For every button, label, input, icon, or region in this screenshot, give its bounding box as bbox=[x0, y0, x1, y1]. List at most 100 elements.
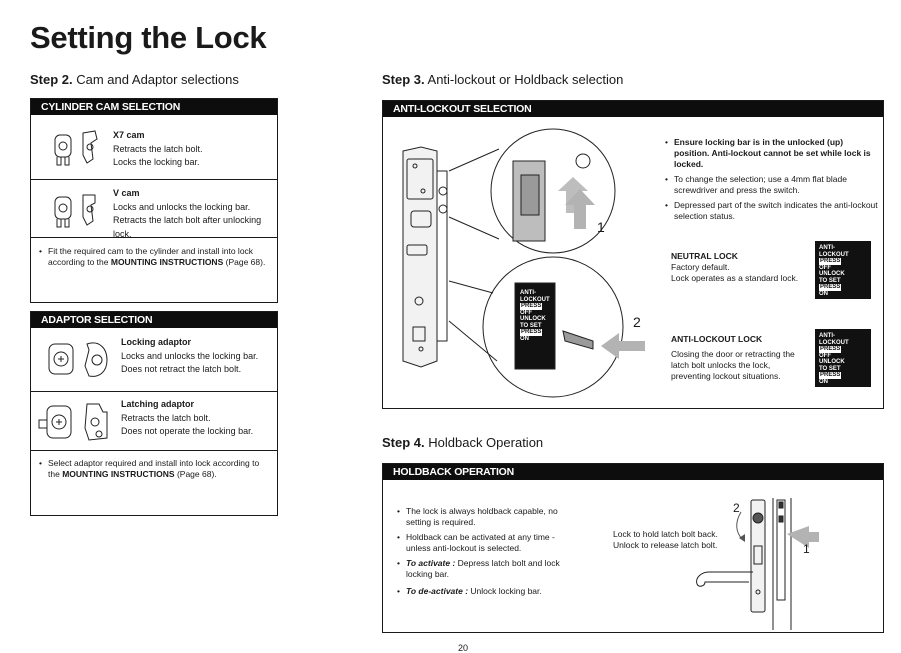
switch-on: ON bbox=[520, 335, 529, 342]
switch-on: ON bbox=[819, 378, 828, 385]
step4-text: Holdback Operation bbox=[428, 435, 544, 450]
cam-note-bold: MOUNTING INSTRUCTIONS bbox=[110, 257, 224, 267]
locking-adaptor-illustration bbox=[48, 342, 108, 377]
locking-adaptor-title: Locking adaptor bbox=[121, 337, 192, 347]
latching-adaptor-text: Latching adaptor Retracts the latch bolt… bbox=[121, 398, 253, 439]
anti-lockout-bullets: Ensure locking bar is in the unlocked (u… bbox=[665, 137, 879, 226]
step3-heading: Step 3. Anti-lockout or Holdback selecti… bbox=[382, 72, 623, 87]
left-arrow bbox=[601, 333, 645, 359]
anti-bullet-2: To change the selection; use a 4mm flat … bbox=[674, 174, 847, 195]
cylinder-cam-note: Fit the required cam to the cylinder and… bbox=[39, 246, 271, 272]
holdback-deactivate-text: Unlock locking bar. bbox=[468, 586, 542, 596]
switch-on: ON bbox=[819, 290, 828, 297]
adaptor-note: Select adaptor required and install into… bbox=[39, 458, 271, 484]
switch-press: PRESS bbox=[819, 372, 842, 379]
adaptor-panel: ADAPTOR SELECTION Locking adaptor Locks … bbox=[30, 311, 278, 516]
cam-note-post: (Page 68). bbox=[223, 257, 266, 267]
holdback-header: HOLDBACK OPERATION bbox=[383, 464, 883, 480]
adaptor-note-pre: Select adaptor required and install into… bbox=[48, 458, 260, 479]
callout-1: 1 bbox=[597, 219, 605, 235]
anti-lockout-lock-text: ANTI-LOCKOUT LOCK Closing the door or re… bbox=[671, 334, 811, 382]
step2-heading: Step 2. Cam and Adaptor selections bbox=[30, 72, 239, 87]
holdback-activate-lead: To activate : bbox=[406, 558, 456, 568]
switch-press: PRESS bbox=[520, 303, 543, 310]
v-cam-line-1: Locks and unlocks the locking bar. bbox=[113, 201, 251, 212]
switch-press: PRESS bbox=[819, 258, 842, 265]
anti-bullet-3: Depressed part of the switch indicates t… bbox=[674, 200, 878, 221]
page-title: Setting the Lock bbox=[30, 20, 267, 55]
v-cam-illustration bbox=[54, 194, 96, 228]
switch-off: OFF bbox=[520, 309, 532, 316]
x7-cam-title: X7 cam bbox=[113, 130, 145, 140]
switch-toset: TO SET bbox=[520, 322, 542, 329]
holdback-deactivate-lead: To de-activate : bbox=[406, 586, 469, 596]
divider bbox=[31, 179, 277, 180]
switch-press: PRESS bbox=[819, 284, 842, 291]
holdback-panel: HOLDBACK OPERATION The lock is always ho… bbox=[382, 463, 884, 633]
anti-lockout-lock-line-2: preventing lockout situations. bbox=[671, 371, 781, 381]
anti-lockout-panel: ANTI-LOCKOUT SELECTION bbox=[382, 100, 884, 409]
x7-cam-line-1: Retracts the latch bolt. bbox=[113, 143, 203, 154]
switch-line-anti: ANTI- bbox=[819, 245, 835, 251]
page-number: 20 bbox=[458, 643, 469, 653]
holdback-line-2: Unlock to release latch bolt. bbox=[613, 540, 718, 550]
x7-cam-text: X7 cam Retracts the latch bolt. Locks th… bbox=[113, 129, 203, 170]
up-arrow bbox=[565, 189, 595, 229]
callout-2: 2 bbox=[633, 314, 641, 330]
divider bbox=[31, 237, 277, 238]
neutral-switch-label: ANTI- LOCKOUT PRESS OFF UNLOCK TO SET PR… bbox=[815, 241, 871, 299]
cylinder-cam-panel: CYLINDER CAM SELECTION X7 cam Retracts t… bbox=[30, 98, 278, 303]
locking-adaptor-line-1: Locks and unlocks the locking bar. bbox=[121, 350, 259, 361]
anti-lockout-switch-small: ANTI- LOCKOUT PRESS OFF UNLOCK TO SET PR… bbox=[815, 329, 871, 387]
switch-toset: TO SET bbox=[819, 365, 841, 372]
step2-text: Cam and Adaptor selections bbox=[76, 72, 239, 87]
switch-line-lockout: LOCKOUT bbox=[520, 296, 550, 303]
cylinder-cam-header: CYLINDER CAM SELECTION bbox=[31, 99, 277, 115]
divider bbox=[31, 391, 277, 392]
holdback-bullets: The lock is always holdback capable, no … bbox=[397, 506, 567, 601]
latching-adaptor-illustration bbox=[38, 403, 108, 441]
x7-cam-illustration bbox=[54, 130, 98, 166]
v-cam-line-2: Retracts the latch bolt after unlocking … bbox=[113, 215, 262, 239]
x7-cam-line-2: Locks the locking bar. bbox=[113, 157, 200, 167]
v-cam-title: V cam bbox=[113, 188, 140, 198]
step3-text: Anti-lockout or Holdback selection bbox=[427, 72, 624, 87]
latching-adaptor-line-2: Does not operate the locking bar. bbox=[121, 426, 254, 436]
holdback-bullet-2: Holdback can be activated at any time - … bbox=[406, 532, 555, 553]
neutral-lock-line-1: Factory default. bbox=[671, 262, 730, 272]
latching-adaptor-line-1: Retracts the latch bolt. bbox=[121, 412, 211, 423]
anti-lockout-diagram bbox=[402, 128, 624, 398]
cam-note-pre: Fit the required cam to the cylinder and… bbox=[48, 246, 254, 267]
holdback-bullet-1: The lock is always holdback capable, no … bbox=[406, 506, 558, 527]
holdback-callout-1: 1 bbox=[803, 542, 810, 556]
switch-unlock: UNLOCK bbox=[520, 316, 546, 322]
step4-label: Step 4. bbox=[382, 435, 425, 450]
holdback-activate-text: Depress latch bolt and lock locking bar. bbox=[406, 558, 560, 579]
switch-press: PRESS bbox=[520, 329, 543, 336]
anti-lockout-lock-line-1: Closing the door or retracting the latch… bbox=[671, 349, 795, 370]
step2-label: Step 2. bbox=[30, 72, 73, 87]
neutral-lock-title: NEUTRAL LOCK bbox=[671, 251, 738, 261]
switch-line-lockout: LOCKOUT bbox=[819, 251, 849, 258]
holdback-callout-2: 2 bbox=[733, 501, 740, 515]
holdback-line-1: Lock to hold latch bolt back. bbox=[613, 529, 718, 539]
neutral-lock-text: NEUTRAL LOCK Factory default. Lock opera… bbox=[671, 251, 811, 284]
switch-unlock: UNLOCK bbox=[819, 359, 845, 365]
neutral-lock-line-2: Lock operates as a standard lock. bbox=[671, 273, 799, 283]
adaptor-header: ADAPTOR SELECTION bbox=[31, 312, 277, 328]
switch-line-anti: ANTI- bbox=[520, 290, 536, 296]
step3-label: Step 3. bbox=[382, 72, 425, 87]
v-cam-text: V cam Locks and unlocks the locking bar.… bbox=[113, 187, 277, 241]
switch-unlock: UNLOCK bbox=[819, 271, 845, 277]
switch-off: OFF bbox=[819, 352, 831, 359]
locking-adaptor-line-2: Does not retract the latch bolt. bbox=[121, 364, 242, 374]
anti-lockout-switch-label: ANTI- LOCKOUT PRESS OFF UNLOCK TO SET PR… bbox=[516, 286, 552, 366]
anti-lockout-header: ANTI-LOCKOUT SELECTION bbox=[383, 101, 883, 117]
switch-line-lockout: LOCKOUT bbox=[819, 339, 849, 346]
adaptor-note-bold: MOUNTING INSTRUCTIONS bbox=[62, 469, 175, 479]
adaptor-note-post: (Page 68). bbox=[174, 469, 217, 479]
anti-bullet-1: Ensure locking bar is in the unlocked (u… bbox=[674, 137, 871, 169]
locking-adaptor-text: Locking adaptor Locks and unlocks the lo… bbox=[121, 336, 258, 377]
holdback-door-diagram bbox=[696, 498, 819, 630]
switch-line-anti: ANTI- bbox=[819, 333, 835, 339]
